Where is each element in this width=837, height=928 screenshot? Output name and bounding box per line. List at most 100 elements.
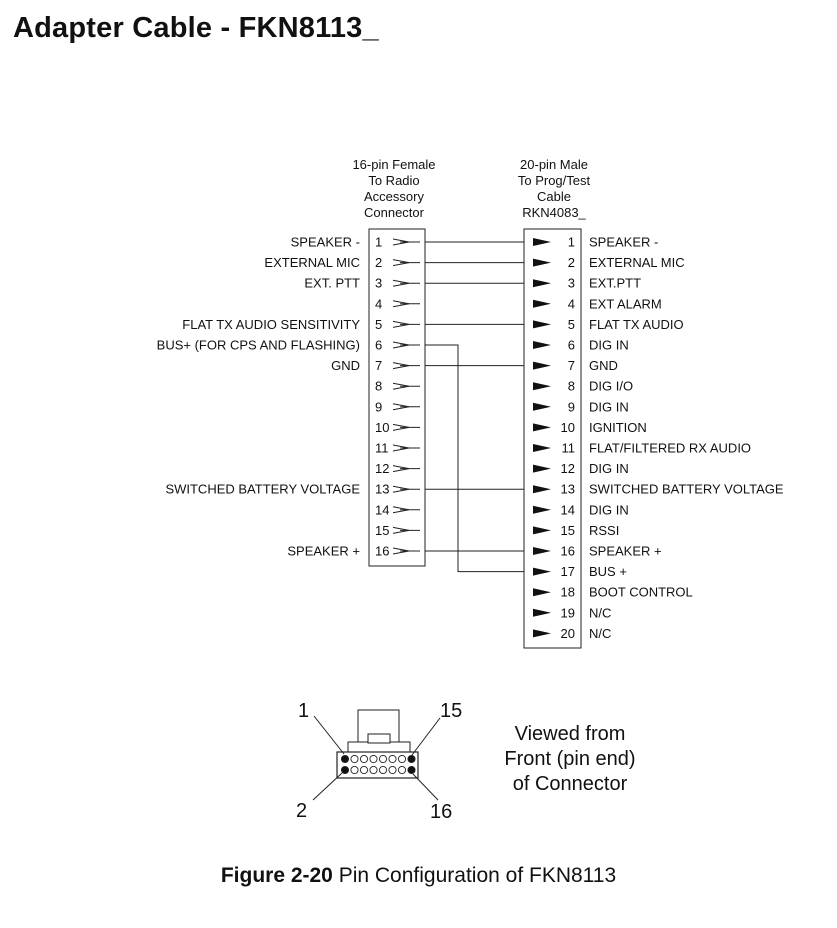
heading-line: Connector	[364, 205, 424, 220]
male-pin-icon	[533, 279, 551, 288]
page-title: Adapter Cable - FKN8113_	[13, 12, 379, 44]
leader-line	[411, 717, 441, 756]
male-pin-icon	[533, 444, 551, 452]
right-pin-number: 10	[561, 420, 575, 435]
pin-hole	[340, 765, 350, 775]
pin-hole	[359, 754, 369, 764]
right-pin-number: 2	[568, 255, 575, 270]
right-pin-label: SWITCHED BATTERY VOLTAGE	[589, 482, 784, 497]
pin-hole	[359, 765, 369, 775]
left-pin-number: 16	[375, 544, 389, 559]
pin-hole	[378, 765, 388, 775]
male-pin-icon	[533, 526, 551, 535]
left-pin-number: 2	[375, 255, 382, 270]
right-pin-number: 17	[561, 564, 575, 579]
pin-position-label: 1	[298, 700, 309, 722]
right-pin-label: SPEAKER +	[589, 544, 662, 559]
left-pin-label: EXTERNAL MIC	[264, 255, 360, 270]
heading-line: Cable	[537, 189, 571, 204]
right-pin-label: FLAT TX AUDIO	[589, 317, 684, 332]
right-pin-number: 18	[561, 585, 575, 600]
left-connector-heading: 16-pin Female To Radio Accessory Connect…	[330, 157, 458, 221]
right-connector-heading: 20-pin Male To Prog/Test Cable RKN4083_	[494, 157, 614, 221]
right-pin-label: DIG IN	[589, 399, 629, 414]
left-pin-label: SWITCHED BATTERY VOLTAGE	[165, 482, 360, 497]
left-pin-label: BUS+ (FOR CPS AND FLASHING)	[157, 338, 360, 353]
male-pin-icon	[533, 320, 551, 329]
pin-hole	[378, 754, 388, 764]
heading-line: To Prog/Test	[517, 173, 591, 188]
right-pin-label: EXT ALARM	[589, 296, 662, 311]
leader-line	[412, 773, 439, 801]
left-pin-number: 7	[375, 358, 382, 373]
right-pin-label: DIG IN	[589, 338, 629, 353]
left-pin-number: 12	[375, 461, 389, 476]
right-pin-label: EXTERNAL MIC	[589, 255, 685, 270]
left-pin-label: GND	[331, 358, 360, 373]
male-pin-icon	[533, 485, 551, 494]
right-pin-label: BUS +	[589, 564, 627, 579]
connector-key	[367, 733, 391, 744]
left-pin-number: 15	[375, 523, 389, 538]
pin-hole	[340, 754, 350, 764]
view-note-line: of Connector	[512, 773, 628, 795]
male-pin-icon	[533, 608, 551, 617]
right-pin-number: 4	[568, 296, 575, 311]
male-pin-icon	[533, 238, 551, 246]
right-pin-number: 1	[568, 235, 575, 250]
left-pin-number: 8	[375, 379, 382, 394]
male-pin-icon	[533, 361, 551, 370]
right-pin-label: DIG IN	[589, 461, 629, 476]
right-pin-number: 19	[561, 605, 575, 620]
male-pin-icon	[533, 505, 551, 514]
figure-number: Figure 2-20	[220, 864, 333, 887]
male-pin-icon	[533, 423, 551, 432]
figure-caption: Figure 2-20 Pin Configuration of FKN8113	[0, 864, 837, 888]
left-pin-number: 9	[375, 399, 382, 414]
right-pin-label: N/C	[589, 605, 611, 620]
right-pin-number: 15	[561, 523, 575, 538]
pin-hole	[369, 765, 378, 775]
right-pin-number: 3	[568, 276, 575, 291]
leader-line	[312, 772, 343, 801]
left-pin-number: 11	[375, 441, 389, 456]
male-pin-icon	[533, 547, 551, 555]
connector-face	[336, 751, 419, 779]
right-pin-label: BOOT CONTROL	[589, 585, 693, 600]
right-pin-label: N/C	[589, 626, 611, 641]
left-pin-number: 1	[375, 235, 382, 250]
wires-group	[420, 241, 535, 573]
heading-line: 16-pin Female	[352, 157, 436, 172]
view-note: Viewed from Front (pin end) of Connector	[490, 722, 650, 797]
right-pin-label: EXT.PTT	[589, 276, 641, 291]
pin-hole	[350, 754, 359, 764]
right-pin-number: 9	[568, 399, 575, 414]
left-pin-number: 4	[375, 296, 382, 311]
right-pin-number: 20	[561, 626, 575, 641]
pin-position-label: 2	[296, 800, 307, 822]
right-pin-label: DIG IN	[589, 502, 629, 517]
male-pin-icon	[533, 464, 551, 473]
male-pin-icon	[533, 341, 551, 349]
pin-hole	[350, 765, 359, 775]
male-pin-icon	[533, 382, 551, 391]
right-pin-label: FLAT/FILTERED RX AUDIO	[589, 441, 751, 456]
right-pin-label: DIG I/O	[589, 379, 633, 394]
left-pin-label: SPEAKER -	[291, 235, 360, 250]
heading-line: 20-pin Male	[520, 157, 588, 172]
view-note-line: Viewed from	[514, 723, 626, 745]
pin-hole	[397, 754, 407, 764]
right-pin-number: 8	[568, 379, 575, 394]
right-pin-number: 7	[568, 358, 575, 373]
right-pin-number: 14	[561, 502, 575, 517]
male-pin-icon	[533, 299, 551, 308]
view-note-line: Front (pin end)	[504, 748, 636, 770]
heading-line: RKN4083_	[522, 205, 586, 220]
right-pin-number: 13	[561, 482, 575, 497]
right-pin-number: 5	[568, 317, 575, 332]
right-pin-number: 11	[562, 441, 576, 456]
right-pin-number: 6	[568, 338, 575, 353]
